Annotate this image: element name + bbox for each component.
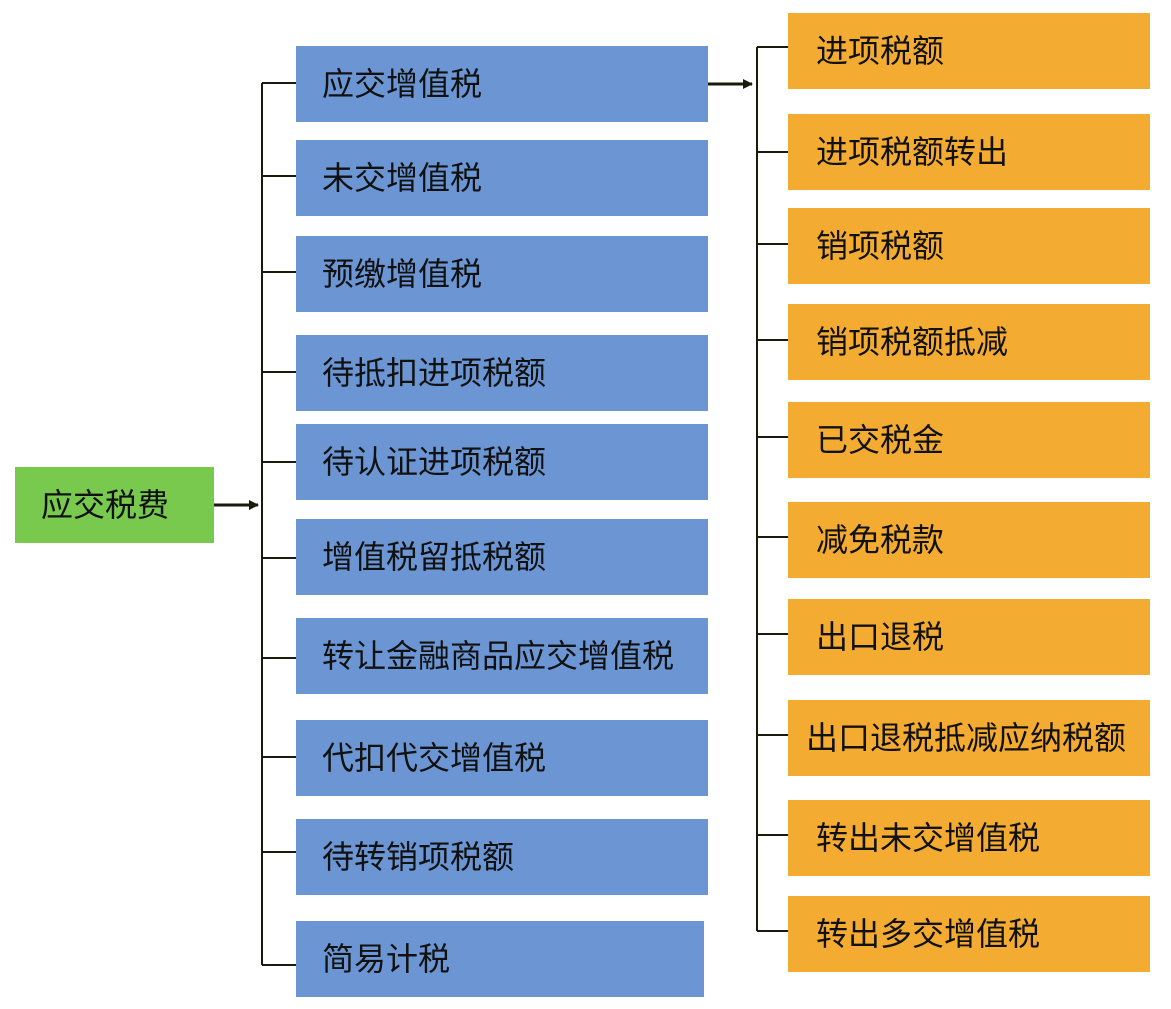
- middle-node: 应交增值税: [296, 46, 708, 122]
- root-node: 应交税费: [15, 467, 214, 543]
- middle-node: 待转销项税额: [296, 819, 708, 895]
- right-node-label: 销项税额抵减: [816, 323, 1009, 361]
- middle-node: 预缴增值税: [296, 236, 708, 312]
- right-node: 进项税额转出: [788, 114, 1150, 190]
- middle-node: 增值税留抵税额: [296, 519, 708, 595]
- middle-node-label: 待转销项税额: [322, 838, 515, 876]
- right-node-label: 销项税额: [816, 227, 945, 265]
- right-node: 进项税额: [788, 13, 1150, 89]
- right-node: 减免税款: [788, 502, 1150, 578]
- right-node: 出口退税抵减应纳税额: [788, 700, 1150, 776]
- right-node-label: 出口退税抵减应纳税额: [806, 719, 1127, 757]
- right-node: 销项税额: [788, 208, 1150, 284]
- right-node-label: 转出多交增值税: [816, 915, 1041, 953]
- right-node: 转出多交增值税: [788, 896, 1150, 972]
- right-node: 已交税金: [788, 402, 1150, 478]
- right-node: 转出未交增值税: [788, 800, 1150, 876]
- middle-node-label: 预缴增值税: [322, 255, 483, 293]
- middle-node-label: 转让金融商品应交增值税: [322, 637, 675, 675]
- middle-node-label: 待抵扣进项税额: [322, 354, 547, 392]
- middle-node: 未交增值税: [296, 140, 708, 216]
- right-node-label: 进项税额: [816, 32, 945, 70]
- middle-node-label: 代扣代交增值税: [322, 739, 547, 777]
- middle-node-label: 未交增值税: [322, 159, 483, 197]
- right-node-label: 转出未交增值税: [816, 819, 1041, 857]
- right-node: 出口退税: [788, 599, 1150, 675]
- right-node: 销项税额抵减: [788, 304, 1150, 380]
- middle-node-label: 增值税留抵税额: [322, 538, 547, 576]
- middle-node: 转让金融商品应交增值税: [296, 618, 708, 694]
- middle-node: 待抵扣进项税额: [296, 335, 708, 411]
- right-node-label: 减免税款: [816, 521, 945, 559]
- right-node-label: 已交税金: [816, 421, 945, 459]
- middle-node-label: 应交增值税: [322, 65, 483, 103]
- right-node-label: 出口退税: [816, 618, 945, 656]
- middle-node: 待认证进项税额: [296, 424, 708, 500]
- middle-node: 代扣代交增值税: [296, 720, 708, 796]
- right-node-label: 进项税额转出: [816, 133, 1009, 171]
- middle-node-label: 简易计税: [322, 940, 451, 978]
- middle-node: 简易计税: [296, 921, 704, 997]
- root-node-label: 应交税费: [41, 486, 170, 524]
- middle-node-label: 待认证进项税额: [322, 443, 547, 481]
